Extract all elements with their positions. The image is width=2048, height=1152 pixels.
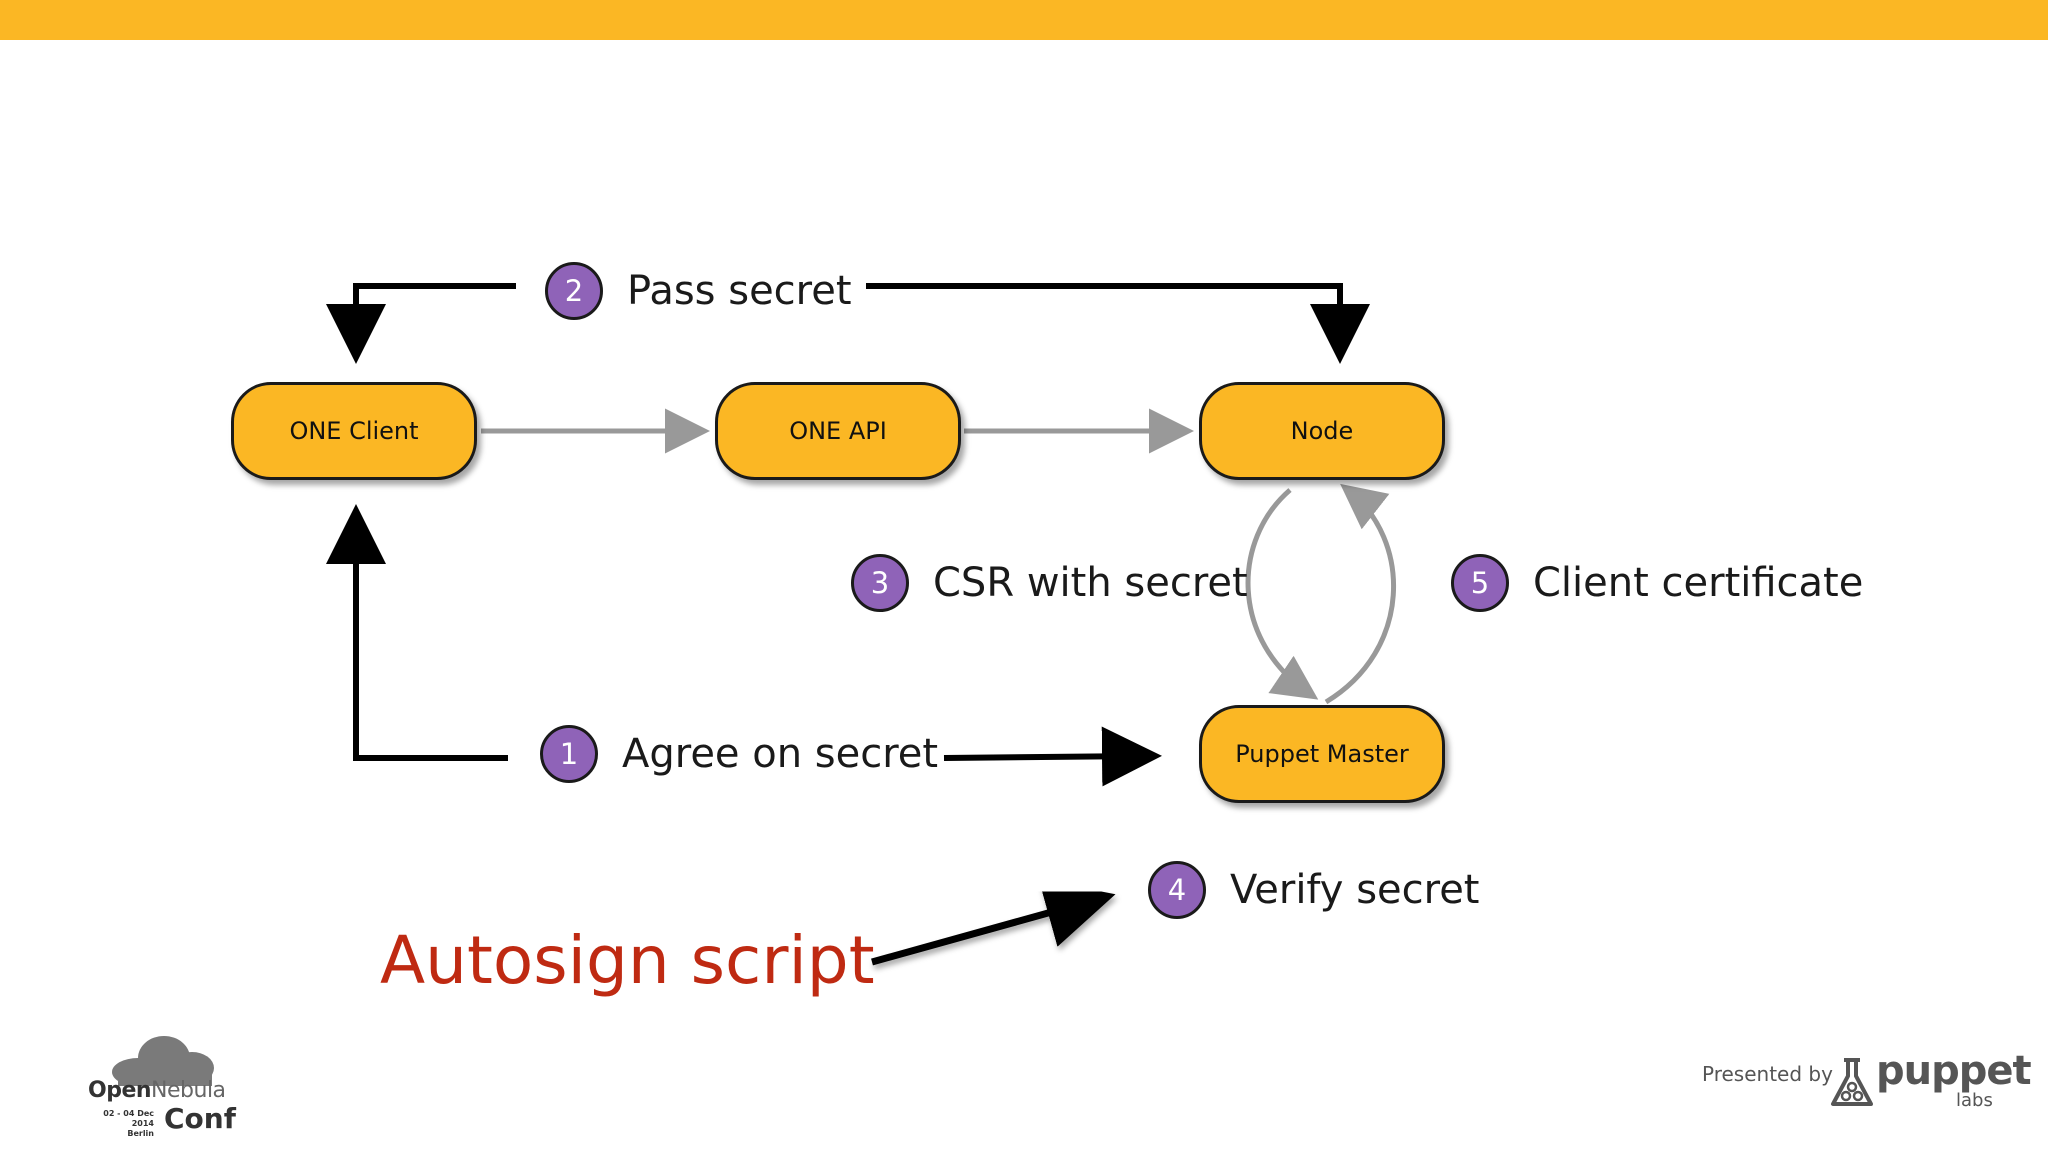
step-3-label: CSR with secret: [933, 560, 1248, 606]
step-5: 5 Client certificate: [1451, 554, 1863, 612]
node-puppet-master: Puppet Master: [1199, 705, 1445, 803]
step-2-badge: 2: [545, 262, 603, 320]
opennebula-conf-logo: OpenNebula 02 - 04 Dec 2014 Berlin Conf: [78, 1034, 248, 1138]
step-4-badge: 4: [1148, 861, 1206, 919]
cloud-icon: [112, 1036, 214, 1086]
step-5-badge: 5: [1451, 554, 1509, 612]
node-node-label: Node: [1290, 417, 1354, 445]
arrow-autosign-to-verify: [871, 879, 1116, 966]
arrow-agree-to-master: [943, 726, 1162, 787]
logo-conf-text: Conf: [164, 1102, 236, 1135]
puppet-flask-icon: [1831, 1058, 1873, 1106]
logo-open-nebula: OpenNebula: [88, 1078, 226, 1103]
top-accent-bar: [0, 0, 2048, 40]
arrow-csr-to-master: [1245, 488, 1319, 700]
node-puppet-master-label: Puppet Master: [1235, 740, 1409, 768]
presented-by-logo: Presented by puppet labs: [1700, 1048, 2032, 1116]
step-3-badge: 3: [851, 554, 909, 612]
step-1-badge: 1: [540, 725, 598, 783]
node-one-api: ONE API: [715, 382, 961, 480]
step-2: 2 Pass secret: [545, 262, 852, 320]
step-1-label: Agree on secret: [622, 731, 939, 777]
step-4-label: Verify secret: [1230, 867, 1480, 913]
logo-date-range: 02 - 04 Dec 2014: [103, 1109, 154, 1128]
step-2-label: Pass secret: [627, 268, 852, 314]
step-5-label: Client certificate: [1533, 560, 1864, 606]
arrow-cert-to-node: [1324, 483, 1396, 705]
presented-by-text: Presented by: [1702, 1062, 1833, 1086]
step-4: 4 Verify secret: [1148, 861, 1480, 919]
logo-city: Berlin: [127, 1129, 154, 1138]
puppet-labs-text: labs: [1956, 1090, 1993, 1111]
node-one-client-label: ONE Client: [289, 417, 419, 445]
arrow-pass-secret-to-client: [326, 283, 516, 364]
step-3: 3 CSR with secret: [851, 554, 1248, 612]
arrow-agree-to-client: [326, 504, 508, 761]
logo-open-text: Open: [88, 1078, 152, 1103]
puppet-wordmark: puppet: [1876, 1048, 2032, 1094]
node-node: Node: [1199, 382, 1445, 480]
node-one-api-label: ONE API: [789, 417, 887, 445]
node-one-client: ONE Client: [231, 382, 477, 480]
logo-dates: 02 - 04 Dec 2014 Berlin: [80, 1109, 154, 1139]
logo-nebula-text: Nebula: [151, 1078, 226, 1103]
arrow-pass-secret-to-node: [866, 283, 1370, 364]
step-1: 1 Agree on secret: [540, 725, 938, 783]
autosign-annotation: Autosign script: [380, 922, 875, 999]
